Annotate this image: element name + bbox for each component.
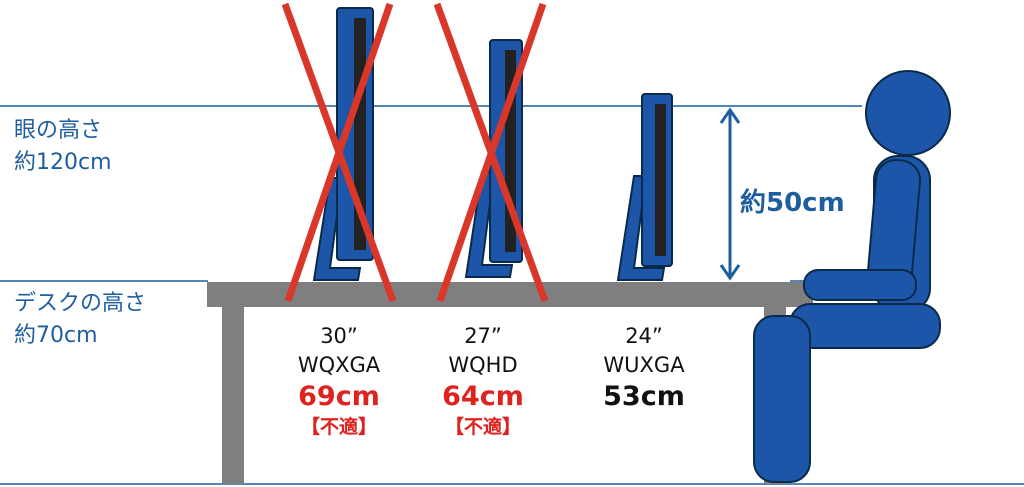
eye-height-label: 眼の高さ 約120cm <box>14 115 112 179</box>
verdict-badge: 【不適】 <box>444 416 521 438</box>
eye-height-title: 眼の高さ <box>14 118 103 143</box>
monitor-caption-30: 30” WQXGA 69cm 【不適】 <box>279 322 399 440</box>
desk-height-label: デスクの高さ 約70cm <box>14 288 146 352</box>
viewing-distance: 53cm <box>603 381 685 412</box>
verdict-badge: 【不適】 <box>300 416 377 438</box>
monitor-resolution: WQXGA <box>297 353 381 377</box>
viewing-distance: 69cm <box>298 381 380 412</box>
monitor-resolution: WUXGA <box>603 353 685 377</box>
cross-mark-30-inch <box>281 2 397 303</box>
desk-height-value: 約70cm <box>14 323 98 348</box>
monitor-size: 27” <box>464 324 502 348</box>
distance-dimension-label: 約50cm <box>740 188 845 218</box>
monitor-size: 30” <box>320 324 358 348</box>
monitor-caption-27: 27” WQHD 64cm 【不適】 <box>423 322 543 440</box>
eye-height-value: 約120cm <box>14 150 112 175</box>
monitor-24-inch <box>616 93 673 281</box>
monitor-caption-24: 24” WUXGA 53cm <box>584 322 704 414</box>
distance-dimension-arrow <box>719 107 741 281</box>
cross-mark-27-inch <box>433 2 549 303</box>
monitor-resolution: WQHD <box>448 353 518 377</box>
seated-person <box>753 70 951 483</box>
viewing-distance: 64cm <box>442 381 524 412</box>
monitor-size: 24” <box>625 324 663 348</box>
desk-height-title: デスクの高さ <box>14 291 147 316</box>
